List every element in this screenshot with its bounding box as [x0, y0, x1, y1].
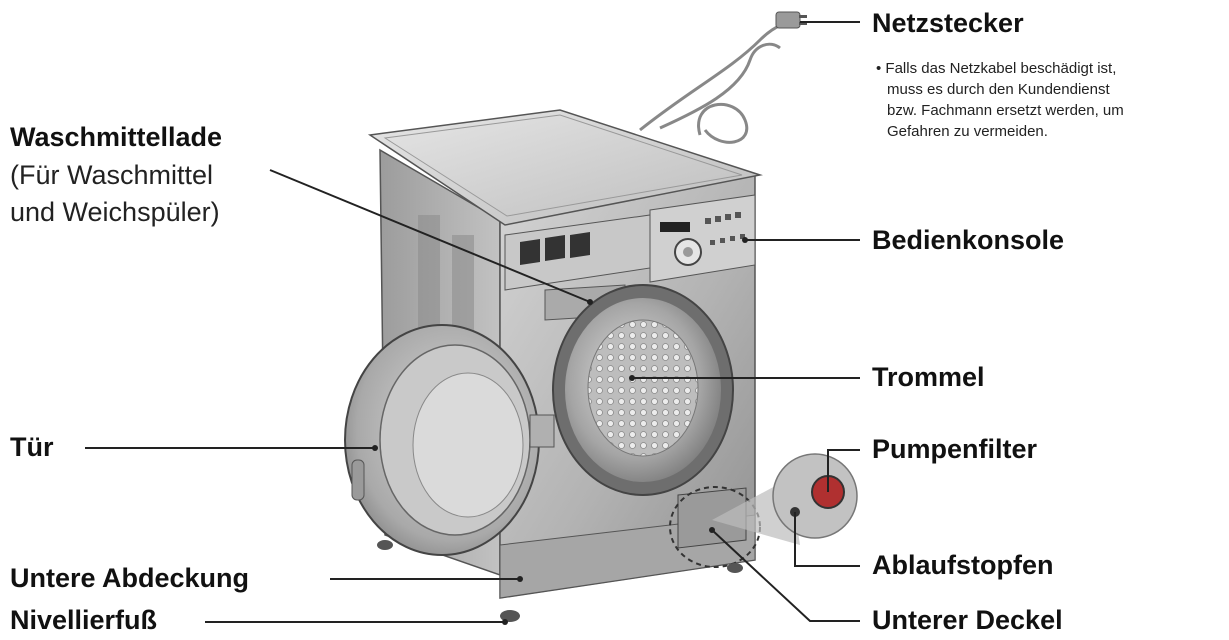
door-hinge-icon	[529, 414, 555, 448]
label-waschmittellade: Waschmittellade	[10, 122, 223, 152]
netzstecker-note-line: • Falls das Netzkabel beschädigt ist,	[876, 60, 1117, 77]
label-nivellierfuss: Nivellierfuß	[10, 605, 158, 635]
netzstecker-note-line: bzw. Fachmann ersetzt werden, um	[887, 102, 1124, 119]
leader-unterer-deckel	[711, 529, 860, 622]
netzstecker-note-line: Gefahren zu vermeiden.	[887, 123, 1048, 140]
label-bedienkonsole: Bedienkonsole	[872, 225, 1065, 255]
control-panel	[649, 194, 756, 283]
label-untere-abdeckung: Untere Abdeckung	[10, 563, 250, 593]
door-handle-icon	[351, 459, 365, 501]
power-cord	[639, 20, 801, 144]
leader-lines	[85, 21, 860, 623]
power-plug-icon	[775, 11, 807, 29]
label-tuer: Tür	[10, 432, 54, 462]
leader-ablaufstopfen	[794, 512, 860, 567]
label-pumpenfilter: Pumpenfilter	[872, 434, 1038, 464]
netzstecker-note-line: muss es durch den Kundendienst	[887, 81, 1110, 98]
netzstecker-note: • Falls das Netzkabel beschädigt ist, mu…	[876, 58, 1226, 142]
machine-top-panel	[367, 109, 763, 226]
lower-cover	[499, 486, 761, 599]
leader-waschmittellade	[269, 169, 591, 303]
label-waschmittellade-sub: (Für Waschmittel	[10, 160, 214, 190]
label-ablaufstopfen: Ablaufstopfen	[872, 550, 1054, 580]
label-unterer-deckel: Unterer Deckel	[872, 605, 1063, 635]
leader-pumpenfilter	[827, 449, 860, 492]
label-trommel: Trommel	[872, 362, 985, 392]
door	[344, 324, 555, 556]
label-netzstecker: Netzstecker	[872, 8, 1024, 38]
label-waschmittellade-sub: und Weichspüler)	[10, 197, 220, 227]
drum	[552, 284, 734, 496]
